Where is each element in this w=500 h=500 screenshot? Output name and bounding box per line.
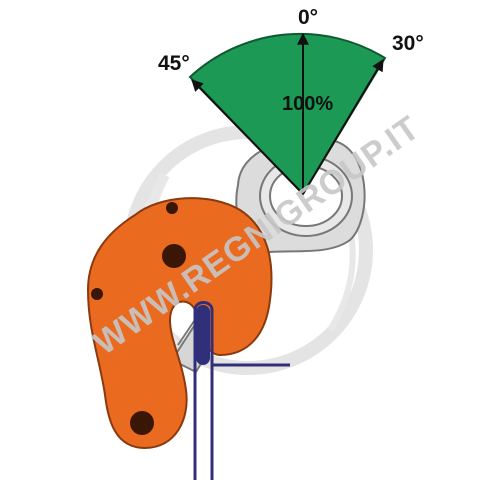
clamp-hole [91,288,103,300]
angle-label-right: 30° [392,32,424,55]
clamp-hole [162,244,186,268]
steel-plate [193,301,290,480]
capacity-percent-label: 100% [282,93,333,115]
angle-sector-icon [188,32,387,196]
angle-label-left: 45° [158,52,190,75]
clamp-hole [130,411,154,435]
arrow-45-degrees [191,79,304,195]
arrow-30-degrees [302,58,384,195]
clamp-hole [166,202,178,214]
lifting-clamp-icon [86,197,273,450]
angle-label-top: 0° [298,6,318,29]
